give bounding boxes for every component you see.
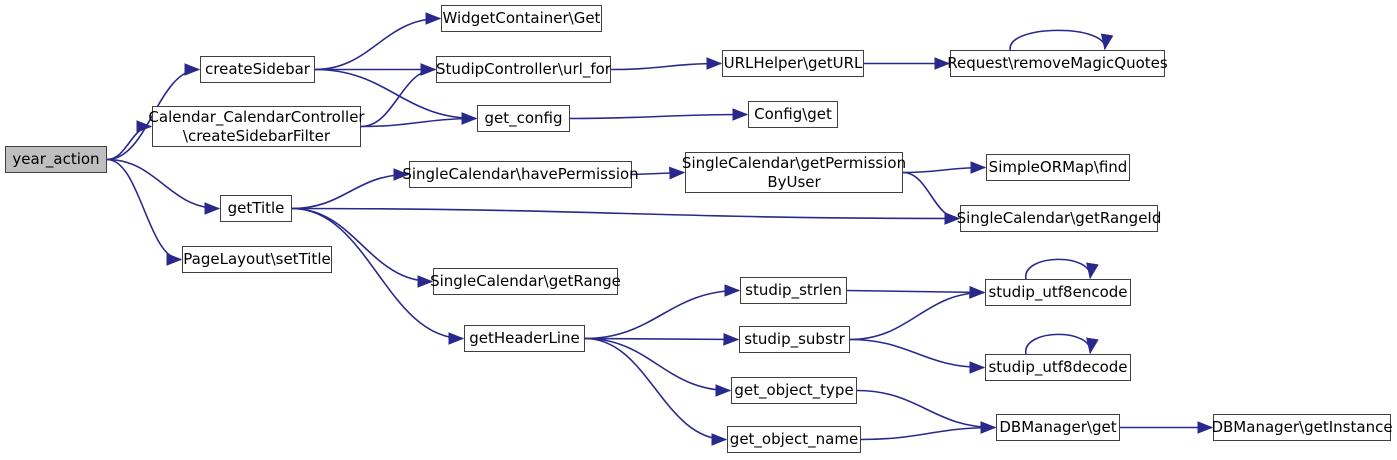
edge-urlFor-to-getURL	[610, 57, 723, 71]
graph-node-getRangeId[interactable]: SingleCalendar\getRangeId	[957, 205, 1161, 232]
graph-node-getObjectType[interactable]: get_object_type	[731, 377, 857, 404]
edge-utf8encode-to-utf8encode	[1025, 258, 1099, 280]
graph-node-removeMagicQuotes[interactable]: Request\removeMagicQuotes	[947, 50, 1168, 77]
edge-year_action-to-createSidebarFilter	[106, 120, 153, 161]
graph-node-simpleORMapFind[interactable]: SimpleORMap\find	[986, 154, 1130, 181]
graph-node-getTitle[interactable]: getTitle	[220, 195, 292, 222]
graph-node-widgetContainerGet[interactable]: WidgetContainer\Get	[441, 5, 602, 32]
edge-getPermissionByUser-to-simpleORMapFind	[902, 161, 987, 174]
edge-getObjectType-to-dbManagerGet	[856, 389, 997, 434]
edge-year_action-to-setTitle	[106, 158, 183, 266]
edge-year_action-to-getTitle	[106, 158, 221, 215]
graph-node-studipStrlen[interactable]: studip_strlen	[740, 277, 847, 304]
edge-getTitle-to-havePermission	[291, 168, 410, 210]
graph-node-getRange[interactable]: SingleCalendar\getRange	[430, 268, 621, 295]
graph-node-urlFor[interactable]: StudipController\url_for	[436, 56, 611, 83]
graph-node-getObjectName[interactable]: get_object_name	[727, 426, 861, 453]
edge-getTitle-to-getRangeId	[291, 207, 961, 225]
edge-studipStrlen-to-utf8encode	[846, 285, 986, 299]
graph-node-createSidebar[interactable]: createSidebar	[200, 56, 315, 83]
edge-utf8decode-to-utf8decode	[1025, 333, 1099, 355]
edge-havePermission-to-getPermissionByUser	[631, 166, 686, 180]
edge-getHeaderLine-to-studipStrlen	[584, 284, 741, 340]
graph-node-getHeaderLine[interactable]: getHeaderLine	[464, 325, 585, 352]
graph-node-getPermissionByUser[interactable]: SingleCalendar\getPermission ByUser	[682, 152, 906, 193]
edge-studipSubstr-to-utf8encode	[849, 286, 986, 341]
edge-getHeaderLine-to-getObjectName	[584, 337, 728, 446]
graph-node-dbManagerGet[interactable]: DBManager\get	[996, 414, 1120, 441]
edge-getHeaderLine-to-getObjectType	[584, 337, 732, 397]
graph-node-createSidebarFilter[interactable]: Calendar_CalendarController \createSideb…	[148, 106, 365, 147]
graph-node-getURL[interactable]: URLHelper\getURL	[722, 50, 864, 77]
edge-createSidebarFilter-to-urlFor	[360, 63, 437, 128]
graph-node-configGet[interactable]: Config\get	[748, 101, 838, 128]
edge-createSidebarFilter-to-getConfig	[360, 112, 478, 128]
graph-node-studipSubstr[interactable]: studip_substr	[739, 326, 850, 353]
edge-getPermissionByUser-to-getRangeId	[902, 171, 961, 225]
graph-node-utf8decode[interactable]: studip_utf8decode	[985, 354, 1131, 381]
edge-createSidebar-to-widgetContainerGet	[314, 12, 442, 71]
edge-getHeaderLine-to-studipSubstr	[584, 333, 740, 346]
edge-studipSubstr-to-utf8decode	[849, 338, 986, 374]
graph-node-utf8encode[interactable]: studip_utf8encode	[985, 279, 1131, 306]
graph-node-year_action[interactable]: year_action	[5, 146, 107, 173]
graph-node-dbManagerGetInstance[interactable]: DBManager\getInstance	[1211, 414, 1393, 441]
edge-getConfig-to-configGet	[569, 108, 749, 121]
edge-removeMagicQuotes-to-removeMagicQuotes	[1009, 29, 1114, 51]
graph-node-getConfig[interactable]: get_config	[477, 105, 570, 132]
edge-getObjectName-to-dbManagerGet	[860, 421, 997, 441]
graph-node-havePermission[interactable]: SingleCalendar\havePermission	[402, 161, 639, 188]
graph-node-setTitle[interactable]: PageLayout\setTitle	[182, 246, 332, 273]
